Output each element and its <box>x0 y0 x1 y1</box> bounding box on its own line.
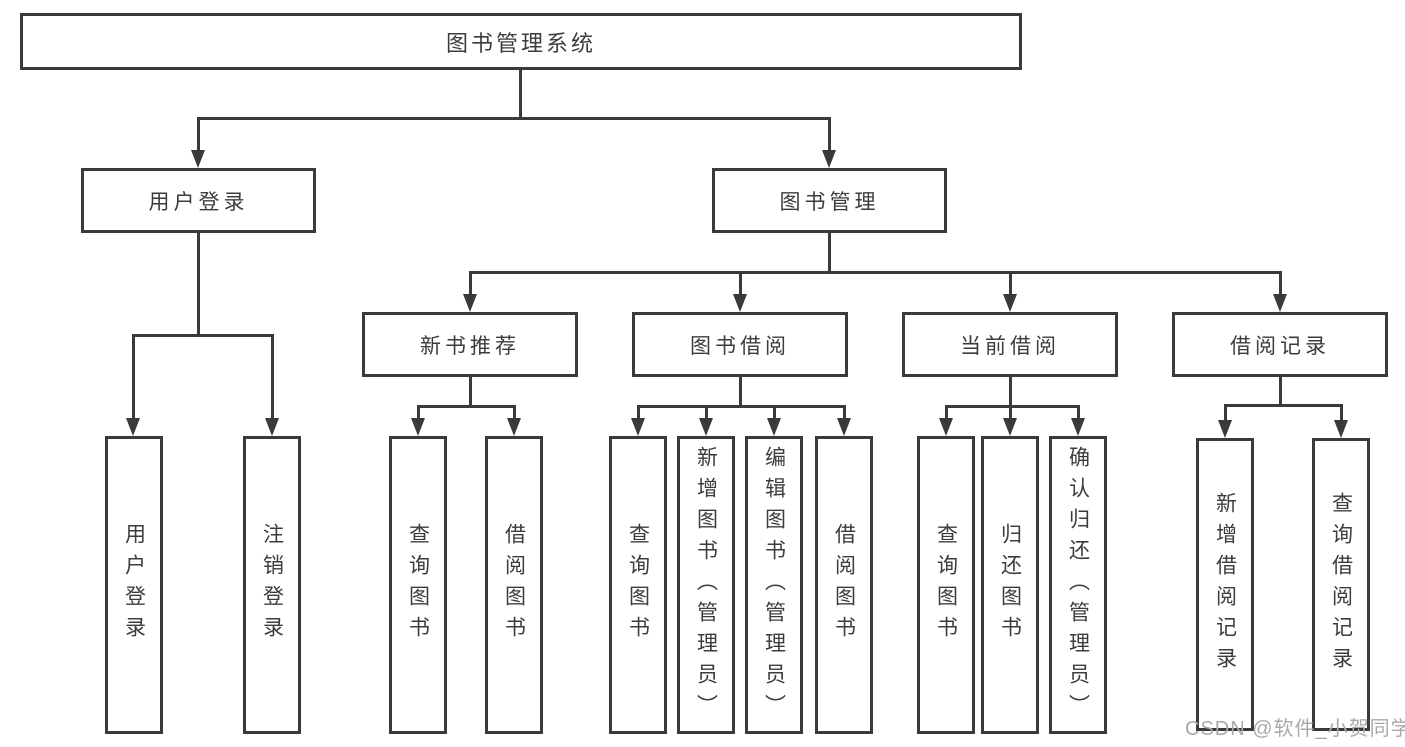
connector-drop <box>1077 405 1080 420</box>
connector-drop <box>843 405 846 420</box>
connector-drop-user-login <box>197 117 200 153</box>
connector-book-borrow-stem2 <box>739 377 742 407</box>
connector-drop <box>1224 404 1227 420</box>
connector-drop <box>1009 405 1012 420</box>
connector-drop <box>773 405 776 420</box>
leaf-borrow-books: 借阅图书 <box>815 436 873 734</box>
arrow-down <box>837 418 851 436</box>
leaf-query-borrow-record: 查询借阅记录 <box>1312 438 1370 731</box>
connector-recommend-stem <box>469 377 472 407</box>
connector-drop <box>1340 404 1343 420</box>
node-label: 用户登录 <box>122 523 146 647</box>
leaf-user-login: 用户登录 <box>105 436 163 734</box>
arrow-down <box>1334 420 1348 438</box>
connector-drop-book-borrow <box>739 271 742 296</box>
arrow-down-book-management <box>822 150 836 168</box>
arrow-down <box>1218 420 1232 438</box>
connector-drop-current-borrow <box>1009 271 1012 296</box>
connector-root-stem <box>519 70 522 118</box>
node-label: 借阅图书 <box>502 523 526 647</box>
arrow-down <box>939 418 953 436</box>
arrow-down <box>767 418 781 436</box>
arrow-down-borrow-records <box>1273 294 1287 312</box>
node-label: 借阅图书 <box>832 523 856 647</box>
leaf-query-books-recommend: 查询图书 <box>389 436 447 734</box>
node-label: 注销登录 <box>260 523 284 647</box>
node-borrow-records: 借阅记录 <box>1172 312 1388 377</box>
connector-drop-leaf-logout <box>271 334 274 420</box>
node-label: 图书管理 <box>779 190 880 214</box>
node-label: 新书推荐 <box>420 334 520 358</box>
connector-book-management-crossbar <box>469 271 1282 274</box>
arrow-down <box>1003 418 1017 436</box>
connector-drop <box>637 405 640 420</box>
arrow-down-book-borrow <box>733 294 747 312</box>
connector-root-crossbar <box>197 117 831 120</box>
connector-drop-borrow-records <box>1279 271 1282 296</box>
leaf-confirm-return-admin: 确认归还（管理员） <box>1049 436 1107 734</box>
node-library-management-system: 图书管理系统 <box>20 13 1022 70</box>
arrow-down <box>631 418 645 436</box>
arrow-down-new-book-recommend <box>463 294 477 312</box>
node-label: 确认归还（管理员） <box>1066 445 1090 725</box>
arrow-down <box>507 418 521 436</box>
connector-drop <box>945 405 948 420</box>
connector-drop <box>705 405 708 420</box>
leaf-borrow-books-recommend: 借阅图书 <box>485 436 543 734</box>
connector-current-borrow-crossbar2 <box>945 405 1080 408</box>
csdn-watermark: CSDN @软件_小贺同学 <box>1185 718 1405 740</box>
arrow-down <box>411 418 425 436</box>
connector-drop <box>513 405 516 420</box>
node-book-management: 图书管理 <box>712 168 947 233</box>
node-label: 查询图书 <box>626 523 650 647</box>
arrow-down <box>699 418 713 436</box>
node-label: 图书管理系统 <box>445 30 596 56</box>
connector-drop <box>417 405 420 420</box>
node-label: 查询图书 <box>406 523 430 647</box>
node-label: 借阅记录 <box>1230 334 1330 358</box>
node-label: 查询借阅记录 <box>1329 491 1353 678</box>
leaf-query-books-current: 查询图书 <box>917 436 975 734</box>
leaf-add-books-admin: 新增图书（管理员） <box>677 436 735 734</box>
connector-book-borrow-crossbar2 <box>637 405 846 408</box>
arrow-down-user-login <box>191 150 205 168</box>
node-book-borrow: 图书借阅 <box>632 312 848 377</box>
node-label: 编辑图书（管理员） <box>762 445 786 725</box>
leaf-return-books: 归还图书 <box>981 436 1039 734</box>
connector-user-login-stem <box>197 233 200 335</box>
leaf-edit-books-admin: 编辑图书（管理员） <box>745 436 803 734</box>
leaf-logout: 注销登录 <box>243 436 301 734</box>
node-user-login: 用户登录 <box>81 168 316 233</box>
connector-user-login-crossbar <box>132 334 274 337</box>
connector-drop-new-book-recommend <box>469 271 472 296</box>
arrow-down <box>1071 418 1085 436</box>
node-label: 查询图书 <box>934 523 958 647</box>
connector-recommend-crossbar <box>417 405 516 408</box>
node-new-book-recommend: 新书推荐 <box>362 312 578 377</box>
arrow-down-leaf-user-login <box>126 418 140 436</box>
connector-borrow-records-stem2 <box>1279 377 1282 406</box>
node-label: 归还图书 <box>998 523 1022 647</box>
node-label: 用户登录 <box>148 190 249 214</box>
leaf-add-borrow-record: 新增借阅记录 <box>1196 438 1254 731</box>
arrow-down-leaf-logout <box>265 418 279 436</box>
node-label: 新增图书（管理员） <box>694 445 718 725</box>
node-label: 新增借阅记录 <box>1213 491 1237 678</box>
connector-book-management-stem <box>828 233 831 273</box>
node-label: 图书借阅 <box>690 334 790 358</box>
leaf-query-books-borrow: 查询图书 <box>609 436 667 734</box>
node-label: 当前借阅 <box>960 334 1060 358</box>
node-current-borrow: 当前借阅 <box>902 312 1118 377</box>
connector-drop-leaf-user-login <box>132 334 135 420</box>
arrow-down-current-borrow <box>1003 294 1017 312</box>
connector-current-borrow-stem2 <box>1009 377 1012 407</box>
connector-borrow-records-crossbar2 <box>1224 404 1343 407</box>
connector-drop-book-management <box>828 117 831 153</box>
